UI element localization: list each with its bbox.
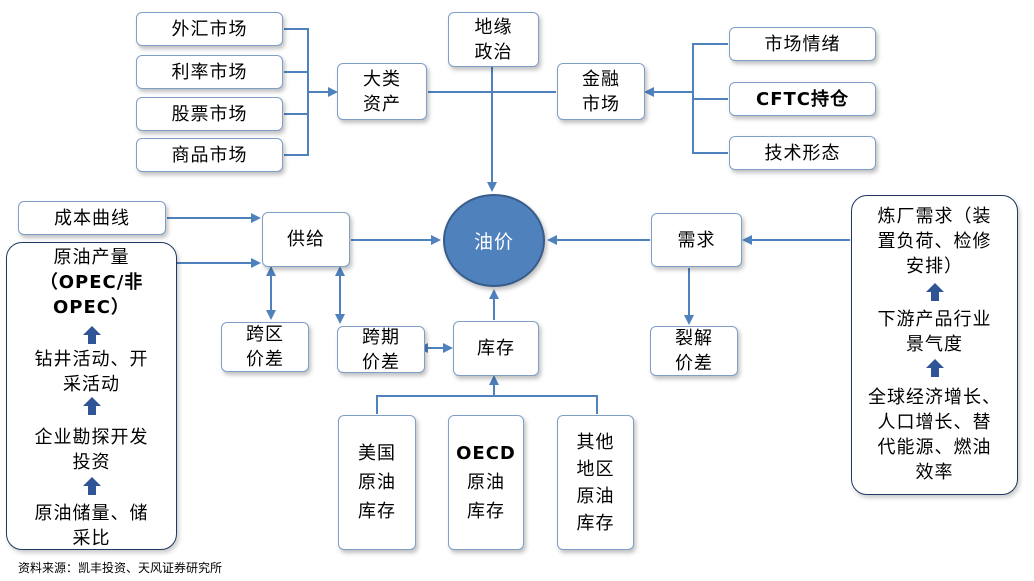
demand-label: 需求 (677, 229, 716, 251)
regional-spread-line-1: 跨区 (246, 324, 284, 345)
crack-spread-line-1: 裂解 (675, 328, 713, 349)
stock-market-label: 股票市场 (171, 103, 248, 125)
downstream-industry-text: 下游产品行业 景气度 (852, 307, 1017, 357)
cost-curve-box: 成本曲线 (18, 201, 166, 235)
other-inventory-line-3: 原油 (576, 485, 615, 507)
refinery-demand-line-3: 安排） (906, 256, 963, 277)
macro-drivers-line-2: 人口增长、替 (877, 412, 992, 433)
macro-drivers-line-1: 全球经济增长、 (868, 387, 1001, 408)
supply-label: 供给 (287, 229, 325, 250)
crack-spread-line-2: 价差 (675, 353, 713, 374)
cost-curve-label: 成本曲线 (54, 207, 130, 229)
us-inventory-box: 美国 原油 库存 (338, 415, 416, 550)
supply-chain-panel: 原油产量 （OPEC/非 OPEC） 钻井活动、开 采活动 企业勘探开发 投资 … (6, 242, 177, 550)
calendar-spread-line-1: 跨期 (362, 326, 400, 348)
crude-reserves-line-1: 原油储量、储 (34, 503, 149, 524)
macro-drivers-text: 全球经济增长、 人口增长、替 代能源、燃油 效率 (852, 385, 1017, 485)
up-arrow-icon (83, 477, 101, 495)
oecd-inventory-line-2: 原油 (467, 472, 505, 493)
exploration-investment-text: 企业勘探开发 投资 (7, 425, 176, 475)
other-inventory-line-4: 库存 (576, 512, 615, 534)
downstream-industry-line-2: 景气度 (906, 334, 963, 355)
source-note: 资料来源：凯丰投资、天风证券研究所 (18, 561, 223, 575)
drilling-activity-text: 钻井活动、开 采活动 (7, 347, 176, 397)
regional-spread-line-2: 价差 (246, 349, 284, 370)
financial-market-line-1: 金融 (582, 68, 620, 90)
stock-market-box: 股票市场 (136, 97, 283, 131)
interest-rate-market-label: 利率市场 (171, 61, 248, 83)
refinery-demand-text: 炼厂需求（装 置负荷、检修 安排） (852, 204, 1017, 279)
crack-spread-box: 裂解 价差 (650, 326, 738, 376)
major-assets-line-2: 资产 (363, 93, 401, 115)
geopolitics-line-2: 政治 (474, 41, 513, 63)
oil-price-label: 油价 (473, 231, 514, 253)
refinery-demand-line-1: 炼厂需求（装 (877, 206, 992, 227)
exploration-investment-line-2: 投资 (72, 452, 111, 473)
us-inventory-line-2: 原油 (358, 472, 396, 493)
geopolitics-line-1: 地缘 (474, 16, 513, 38)
technical-pattern-label: 技术形态 (764, 142, 841, 164)
financial-market-box: 金融 市场 (557, 63, 645, 120)
technical-pattern-box: 技术形态 (729, 136, 876, 170)
regional-spread-box: 跨区 价差 (221, 322, 309, 372)
drilling-activity-line-1: 钻井活动、开 (34, 349, 149, 370)
macro-drivers-line-4: 效率 (915, 462, 954, 483)
up-arrow-icon (926, 359, 944, 377)
calendar-spread-line-2: 价差 (362, 351, 400, 373)
downstream-industry-line-1: 下游产品行业 (877, 309, 992, 330)
demand-chain-panel: 炼厂需求（装 置负荷、检修 安排） 下游产品行业 景气度 全球经济增长、 人口增… (851, 195, 1018, 495)
oecd-inventory-box: OECD 原油 库存 (448, 415, 524, 550)
exploration-investment-line-1: 企业勘探开发 (34, 427, 149, 448)
refinery-demand-line-2: 置负荷、检修 (877, 231, 992, 252)
oecd-inventory-line-3: 库存 (467, 501, 505, 522)
inventory-label: 库存 (477, 338, 515, 359)
other-inventory-line-2: 地区 (576, 458, 615, 480)
calendar-spread-box: 跨期 价差 (337, 326, 425, 373)
interest-rate-market-box: 利率市场 (136, 55, 283, 89)
forex-market-box: 外汇市场 (136, 12, 283, 46)
up-arrow-icon (83, 326, 101, 344)
other-inventory-box: 其他 地区 原油 库存 (557, 415, 634, 550)
crude-production-text: 原油产量 （OPEC/非 OPEC） (7, 245, 176, 320)
crude-production-line-2: （OPEC/非 (39, 272, 144, 293)
oil-price-node: 油价 (443, 194, 545, 287)
major-assets-box: 大类 资产 (337, 63, 427, 120)
cftc-positions-label: CFTC持仓 (756, 88, 849, 110)
up-arrow-icon (83, 397, 101, 415)
cftc-positions-box: CFTC持仓 (729, 82, 876, 116)
crude-production-line-3: OPEC） (53, 297, 130, 318)
crude-reserves-line-2: 采比 (72, 528, 111, 549)
commodity-market-box: 商品市场 (136, 138, 283, 172)
crude-reserves-text: 原油储量、储 采比 (7, 501, 176, 551)
supply-box: 供给 (262, 212, 350, 267)
demand-box: 需求 (651, 213, 742, 267)
forex-market-label: 外汇市场 (171, 18, 248, 40)
us-inventory-line-1: 美国 (358, 443, 396, 464)
market-sentiment-label: 市场情绪 (764, 33, 841, 55)
macro-drivers-line-3: 代能源、燃油 (877, 437, 992, 458)
crude-production-line-1: 原油产量 (53, 247, 130, 268)
geopolitics-box: 地缘 政治 (448, 12, 539, 67)
up-arrow-icon (926, 283, 944, 301)
oecd-inventory-line-1: OECD (456, 443, 516, 464)
inventory-box: 库存 (453, 321, 539, 376)
drilling-activity-line-2: 采活动 (63, 374, 120, 395)
commodity-market-label: 商品市场 (171, 144, 248, 166)
financial-market-line-2: 市场 (582, 93, 620, 115)
major-assets-line-1: 大类 (363, 68, 401, 90)
us-inventory-line-3: 库存 (358, 501, 396, 522)
market-sentiment-box: 市场情绪 (729, 27, 876, 61)
other-inventory-line-1: 其他 (576, 431, 615, 453)
